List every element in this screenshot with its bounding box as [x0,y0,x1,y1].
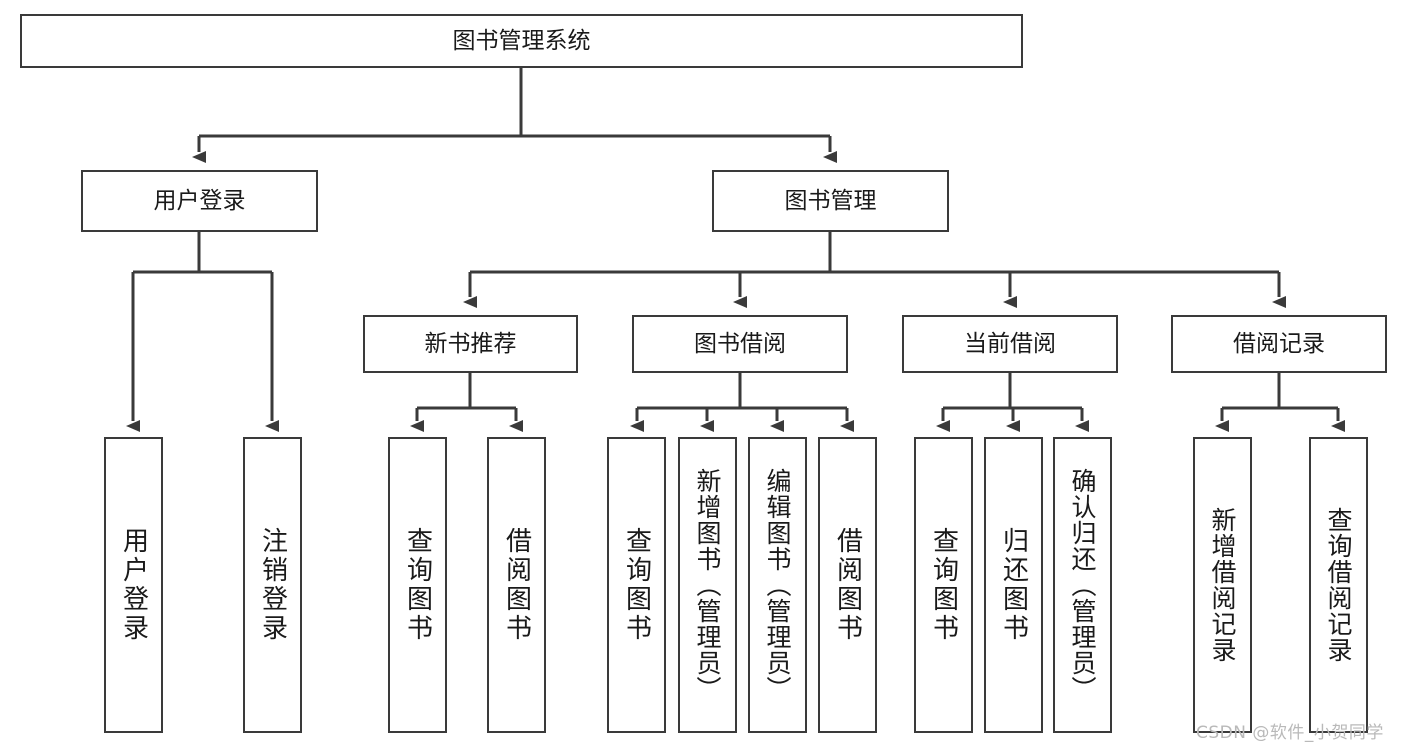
node-root-label: 图书管理系统 [452,27,591,54]
node-current-borrow-label: 当前借阅 [964,330,1056,357]
node-book-borrow[interactable]: 图书借阅 [632,315,848,373]
node-leaf-add-record-label: 新增借阅记录 [1208,507,1237,663]
node-root[interactable]: 图书管理系统 [20,14,1023,68]
node-leaf-return-book[interactable]: 归还图书 [984,437,1043,733]
node-book-management[interactable]: 图书管理 [712,170,949,232]
node-leaf-add-book[interactable]: 新增图书（管理员） [678,437,737,733]
node-leaf-add-record[interactable]: 新增借阅记录 [1193,437,1252,733]
node-user-login-label: 用户登录 [153,187,246,214]
node-leaf-query-book-2-label: 查询图书 [621,527,652,643]
node-leaf-logout-label: 注销登录 [257,527,288,643]
node-current-borrow[interactable]: 当前借阅 [902,315,1118,373]
node-book-borrow-label: 图书借阅 [694,330,786,357]
node-new-book-recommend[interactable]: 新书推荐 [363,315,578,373]
node-leaf-borrow-book-2-label: 借阅图书 [832,527,863,643]
node-user-login[interactable]: 用户登录 [81,170,318,232]
node-leaf-user-login-label: 用户登录 [118,527,149,643]
node-leaf-confirm-return[interactable]: 确认归还（管理员） [1053,437,1112,733]
node-leaf-edit-book[interactable]: 编辑图书（管理员） [748,437,807,733]
node-leaf-borrow-book-2[interactable]: 借阅图书 [818,437,877,733]
csdn-watermark: CSDN @软件_小贺同学 [1196,723,1384,743]
node-leaf-query-record-label: 查询借阅记录 [1324,507,1353,663]
node-leaf-return-book-label: 归还图书 [998,527,1029,643]
node-leaf-edit-book-label: 编辑图书（管理员） [763,468,792,702]
node-leaf-query-book-3[interactable]: 查询图书 [914,437,973,733]
node-leaf-query-record[interactable]: 查询借阅记录 [1309,437,1368,733]
node-leaf-borrow-book-1[interactable]: 借阅图书 [487,437,546,733]
node-leaf-add-book-label: 新增图书（管理员） [693,468,722,702]
node-book-management-label: 图书管理 [784,187,877,214]
node-borrow-record-label: 借阅记录 [1233,330,1325,357]
node-leaf-query-book-3-label: 查询图书 [928,527,959,643]
node-leaf-query-book-2[interactable]: 查询图书 [607,437,666,733]
node-leaf-query-book-1[interactable]: 查询图书 [388,437,447,733]
node-leaf-user-login[interactable]: 用户登录 [104,437,163,733]
node-borrow-record[interactable]: 借阅记录 [1171,315,1387,373]
node-leaf-logout[interactable]: 注销登录 [243,437,302,733]
node-leaf-confirm-return-label: 确认归还（管理员） [1068,468,1097,702]
node-leaf-query-book-1-label: 查询图书 [402,527,433,643]
node-new-book-recommend-label: 新书推荐 [424,330,517,357]
node-leaf-borrow-book-1-label: 借阅图书 [501,527,532,643]
